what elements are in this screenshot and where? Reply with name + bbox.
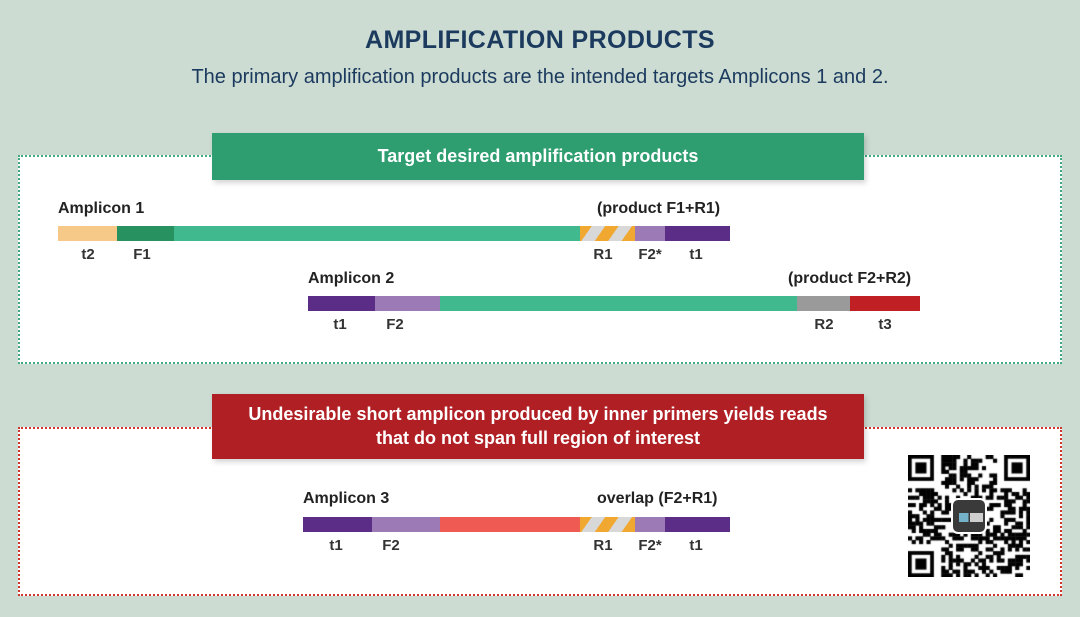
amplicon-1-segment-t2 (58, 226, 117, 241)
amplicon-3-bar (303, 517, 730, 532)
amplicon-1-segment-t1 (665, 226, 730, 241)
amplicon-1-tick-f2star: F2* (638, 246, 662, 263)
amplicon-3-tick-f2: F2 (382, 537, 400, 554)
amplicon-2-segment-t1 (308, 296, 375, 311)
qr-logo-mark-icon (959, 513, 983, 522)
amplicon-3-segment-body (440, 517, 580, 532)
banner-undesired-amplicon: Undesirable short amplicon produced by i… (212, 394, 864, 459)
amplicon-1-tick-r1: R1 (593, 246, 613, 263)
qr-code[interactable] (908, 455, 1030, 577)
amplicon-2-tick-t1: t1 (333, 316, 347, 333)
amplicon-1-segment-body (174, 226, 580, 241)
amplicon-2-tick-r2: R2 (814, 316, 834, 333)
amplicon-1-segment-r1 (580, 226, 635, 241)
amplicon-3-label: Amplicon 3 (303, 490, 390, 507)
amplicon-1-product-label: (product F1+R1) (597, 200, 721, 217)
amplicon-2-tick-t3: t3 (878, 316, 892, 333)
amplicon-1-bar (58, 226, 730, 241)
amplicon-2-segment-body (440, 296, 797, 311)
amplicon-3-segment-f2 (372, 517, 440, 532)
amplicon-3-overlap-label: overlap (F2+R1) (597, 490, 718, 507)
amplicon-2-product-label: (product F2+R2) (788, 270, 912, 287)
page-title: AMPLIFICATION PRODUCTS (365, 26, 715, 54)
amplicon-2-bar (308, 296, 920, 311)
header: AMPLIFICATION PRODUCTS The primary ampli… (0, 0, 1080, 128)
amplicon-2-segment-r2 (797, 296, 850, 311)
amplicon-1-segment-f1 (117, 226, 174, 241)
amplicon-2-segment-f2 (375, 296, 440, 311)
amplicon-1-tick-t2: t2 (81, 246, 95, 263)
amplicon-1-tick-f1: F1 (133, 246, 151, 263)
amplicon-1-segment-f2star (635, 226, 665, 241)
amplicon-3-segment-f2star (635, 517, 665, 532)
amplicon-3-tick-t1: t1 (329, 537, 343, 554)
amplicon-3-segment-t1 (303, 517, 372, 532)
amplicon-2-tick-f2: F2 (386, 316, 404, 333)
page-subtitle: The primary amplification products are t… (191, 66, 889, 88)
banner-target-products: Target desired amplification products (212, 133, 864, 180)
amplicon-2-label: Amplicon 2 (308, 270, 395, 287)
amplicon-1-tick-t1: t1 (689, 246, 703, 263)
amplicon-2-segment-t3 (850, 296, 920, 311)
amplicon-1-label: Amplicon 1 (58, 200, 145, 217)
panel-target-products (18, 155, 1062, 364)
amplicon-3-segment-r1 (580, 517, 635, 532)
amplicon-3-tick-r1: R1 (593, 537, 613, 554)
amplicon-3-tick-f2star: F2* (638, 537, 662, 554)
amplicon-3-tick-t1-end: t1 (689, 537, 703, 554)
qr-code-center-logo (951, 498, 987, 534)
amplicon-3-segment-t1-end (665, 517, 730, 532)
